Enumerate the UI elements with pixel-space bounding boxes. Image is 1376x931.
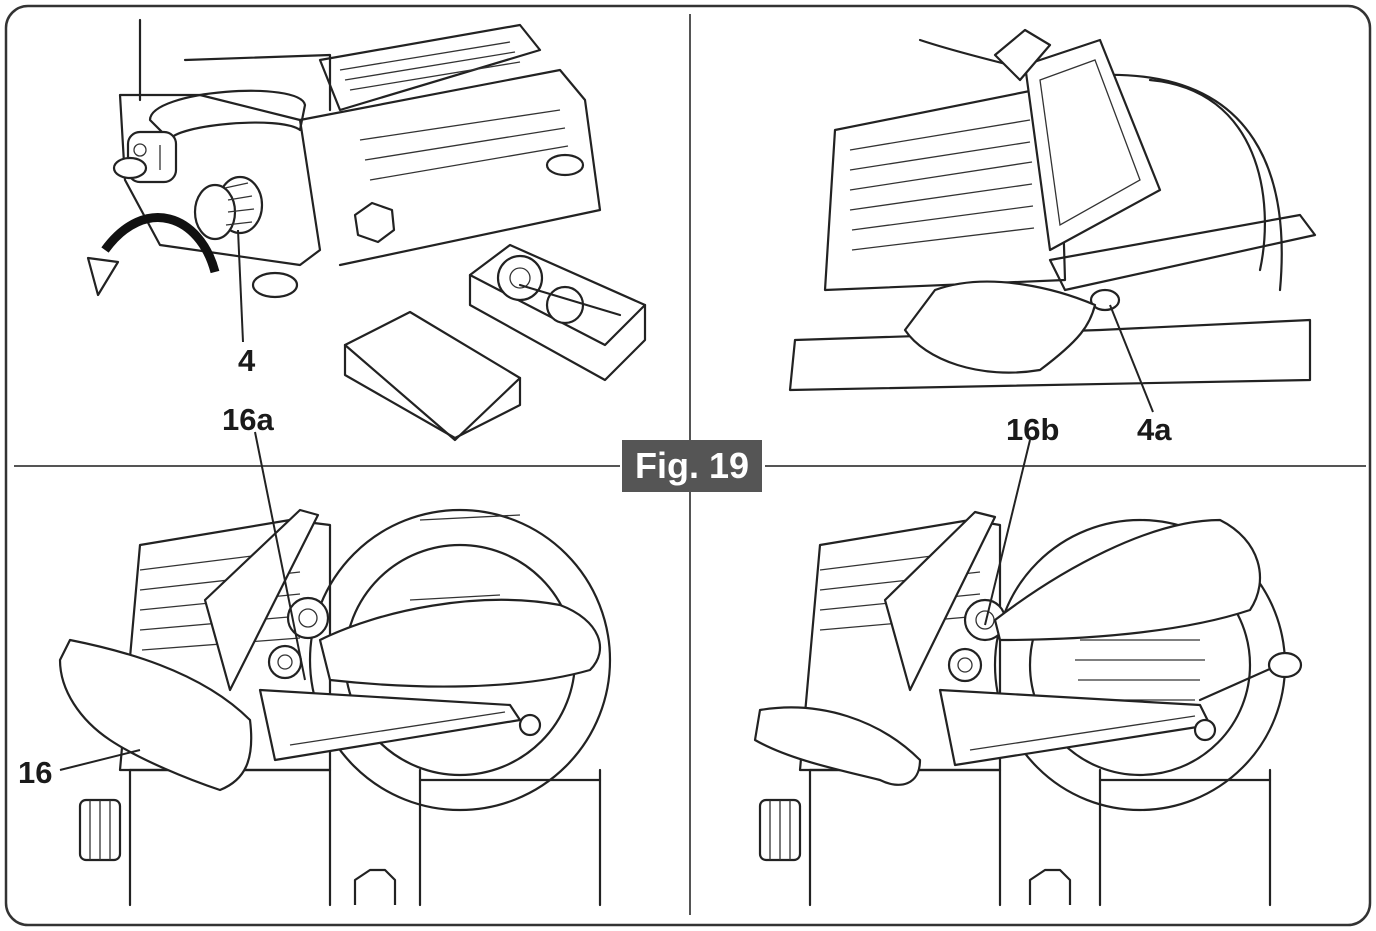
panel-top-left [86,18,647,442]
panel-bottom-left [58,431,612,907]
callout-16b: 16b [1006,412,1060,447]
curved-arrow-icon [101,213,220,274]
callout-16a: 16a [222,402,274,437]
callout-4: 4 [238,343,256,378]
panel-bottom-right [753,439,1303,907]
callout-16: 16 [18,755,53,790]
callout-4a: 4a [1137,412,1172,447]
figure-border [4,4,1372,927]
figure-badge: Fig. 19 [622,440,762,492]
panel-top-right [788,28,1317,413]
